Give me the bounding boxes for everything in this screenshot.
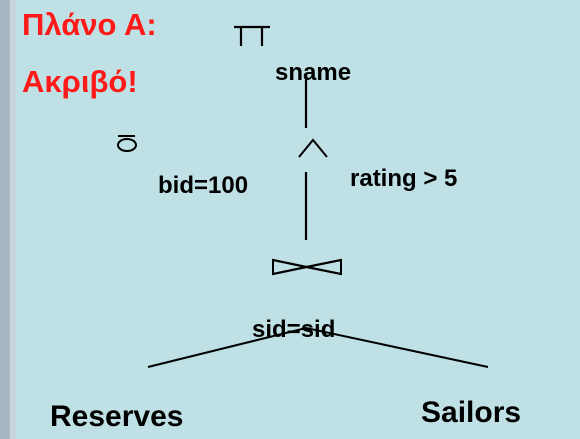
selection-condition-right: rating > 5 — [350, 165, 458, 192]
projection-attribute: sname — [275, 59, 352, 86]
left-border-highlight — [10, 0, 16, 439]
edge-join-to-sailors — [305, 327, 489, 368]
join-condition: sid=sid — [252, 316, 336, 343]
edge-join-to-reserves — [147, 327, 307, 368]
projection-pi-icon — [234, 25, 270, 46]
selection-condition-left: bid=100 — [158, 172, 249, 199]
plan-subtitle: Ακριβό! — [22, 64, 138, 99]
relation-sailors: Sailors — [421, 396, 522, 429]
relation-reserves: Reserves — [50, 400, 184, 433]
join-bowtie-stroke-b — [272, 259, 342, 275]
selection-sigma-icon — [117, 135, 137, 152]
plan-title: Πλάνο Α: — [22, 7, 157, 42]
and-symbol-icon — [298, 138, 328, 158]
